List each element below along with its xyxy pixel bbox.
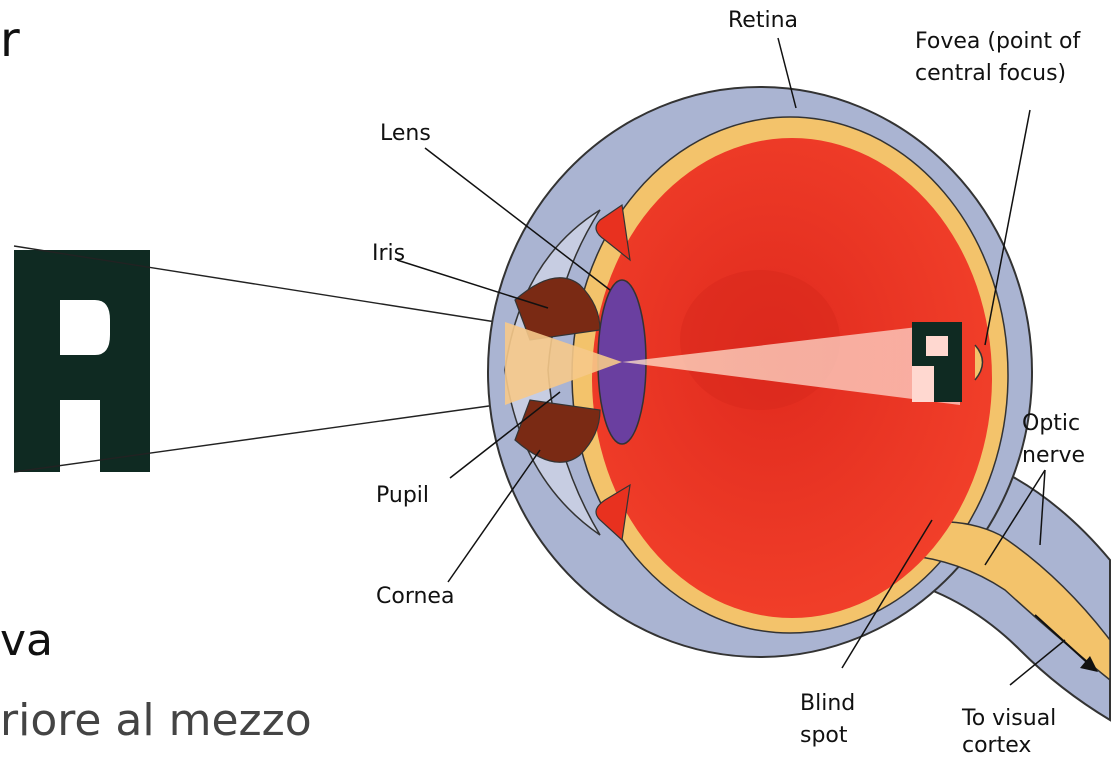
slide-text-line1: va <box>0 615 53 666</box>
slide-text-line2: riore al mezzo <box>0 695 312 746</box>
label-lens: Lens <box>380 121 431 146</box>
retinal-image-r <box>912 322 962 402</box>
label-iris: Iris <box>372 241 405 266</box>
label-visual-line1: To visual <box>961 706 1056 731</box>
label-optic-line2: nerve <box>1022 443 1085 468</box>
label-fovea-line2: central focus) <box>915 61 1066 86</box>
slide-text-fragment-top: r <box>0 12 20 68</box>
label-blind-line2: spot <box>800 723 848 748</box>
label-cornea: Cornea <box>376 584 454 609</box>
label-visual-line2: cortex <box>962 733 1031 758</box>
label-optic-line1: Optic <box>1022 411 1080 436</box>
label-blind-line1: Blind <box>800 691 855 716</box>
label-retina: Retina <box>728 8 798 33</box>
label-pupil: Pupil <box>376 483 429 508</box>
label-fovea-line1: Fovea (point of <box>915 29 1082 54</box>
object-letter-r <box>14 250 150 472</box>
